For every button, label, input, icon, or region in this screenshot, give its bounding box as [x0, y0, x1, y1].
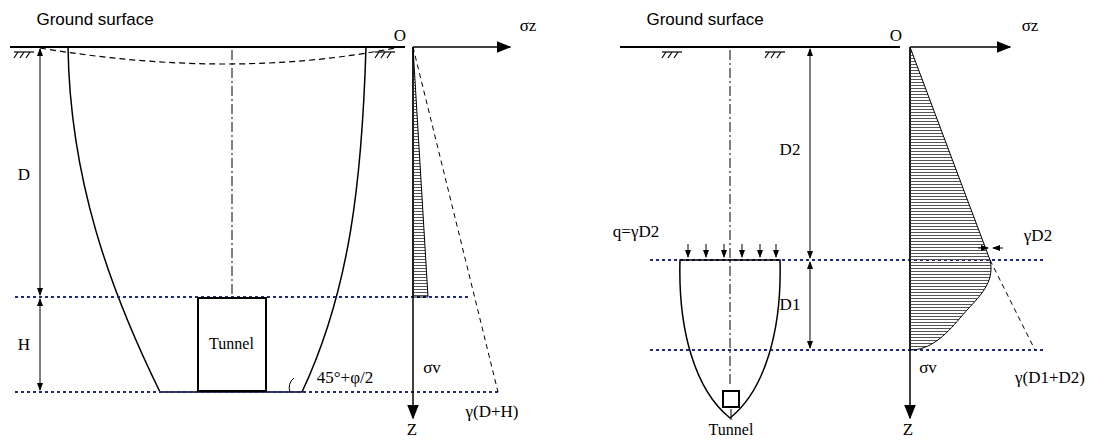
- arch-zone: [680, 260, 780, 418]
- math-label: σz: [1022, 17, 1039, 36]
- tunnel-box: Tunnel: [700, 388, 762, 440]
- center-line: [730, 50, 731, 386]
- stress-diagram: [413, 47, 428, 297]
- tunnel-label: Tunnel: [709, 421, 754, 439]
- ground-symbol: [662, 52, 785, 58]
- math-label: O: [890, 27, 902, 46]
- settlement-curve: [40, 48, 395, 64]
- geostatic-line: [990, 260, 1035, 350]
- loosening-zone: [68, 47, 366, 392]
- angle-arc: [289, 378, 294, 392]
- stress-diagram: [910, 47, 991, 350]
- ground-line: [620, 46, 900, 48]
- math-label: q=γD2: [613, 223, 659, 242]
- level-line: [650, 349, 1045, 351]
- surcharge-arrows: [688, 244, 776, 257]
- math-label: γ(D1+D2): [1015, 369, 1085, 388]
- math-label: D: [18, 166, 30, 185]
- dimension-line: [40, 299, 41, 390]
- math-label: O: [394, 27, 406, 46]
- math-label: γ(D+H): [466, 403, 519, 422]
- tunnel-box: Tunnel: [197, 297, 267, 392]
- tunnel-outline: [722, 390, 740, 408]
- math-label: σv: [919, 359, 937, 378]
- dimension-line: [810, 49, 811, 258]
- ground-label: Ground surface: [646, 11, 763, 30]
- tunnel-label: Tunnel: [209, 335, 254, 353]
- geostatic-line: [413, 47, 498, 392]
- math-label: D2: [780, 141, 801, 160]
- axis: [413, 46, 510, 48]
- math-label: Z: [407, 421, 417, 440]
- math-label: H: [18, 336, 30, 355]
- ground-line: [10, 46, 405, 48]
- math-label: D1: [780, 296, 801, 315]
- math-label: σz: [520, 17, 537, 36]
- dimension-line: [40, 49, 41, 295]
- math-label: 45°+φ/2: [317, 369, 373, 388]
- dimension-arrow: [993, 248, 1003, 249]
- math-label: Z: [903, 421, 913, 440]
- math-label: γD2: [1024, 227, 1052, 246]
- leader-line: [731, 409, 732, 420]
- math-label: σv: [423, 359, 441, 378]
- axis: [910, 46, 1010, 48]
- dimension-arrow: [978, 248, 988, 249]
- dimension-line: [810, 262, 811, 348]
- center-line: [232, 50, 233, 297]
- ground-label: Ground surface: [36, 11, 153, 30]
